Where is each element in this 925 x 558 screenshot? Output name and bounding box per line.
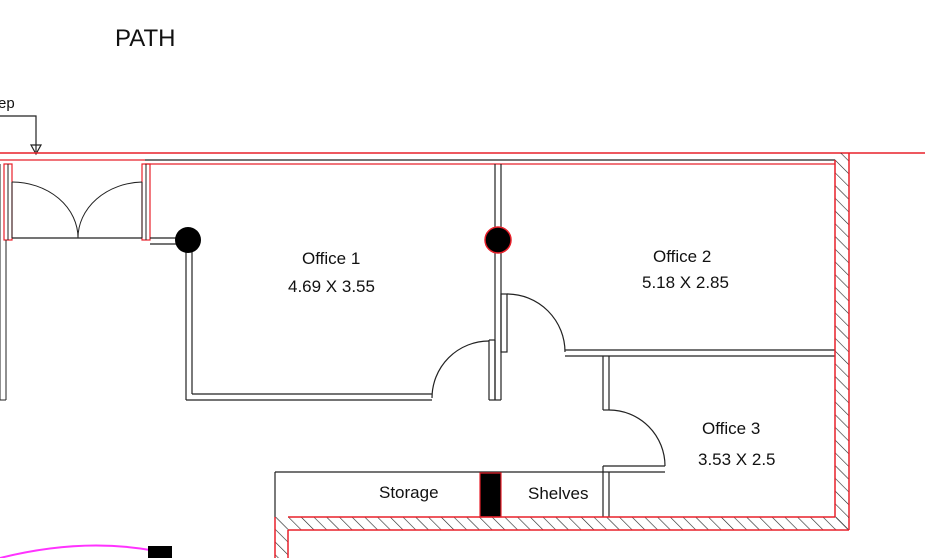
shelves-label: Shelves xyxy=(528,484,588,503)
column-left xyxy=(175,227,201,253)
curved-path-marker xyxy=(0,544,151,558)
storage-label: Storage xyxy=(379,483,439,502)
office-3-walls xyxy=(602,356,666,517)
office-2-dims: 5.18 X 2.85 xyxy=(642,273,729,292)
callout-label: ep xyxy=(0,95,15,112)
office-1-dims: 4.69 X 3.55 xyxy=(288,277,375,296)
office-3-name: Office 3 xyxy=(702,419,760,438)
callout-arrowhead xyxy=(29,144,43,156)
office-2-bottom-wall xyxy=(565,349,835,357)
storage-divider-column xyxy=(479,472,502,518)
column-middle xyxy=(484,226,512,254)
right-exterior-wall xyxy=(834,153,850,530)
office-2-name: Office 2 xyxy=(653,247,711,266)
partition-office-1-2 xyxy=(494,164,566,401)
office-3-dims: 3.53 X 2.5 xyxy=(698,450,776,469)
column-bottom-left xyxy=(148,546,172,558)
office-1-name: Office 1 xyxy=(302,249,360,268)
storage-block xyxy=(274,471,603,517)
entrance-double-door xyxy=(0,163,151,401)
plan-title: PATH xyxy=(115,25,175,52)
callout-leader xyxy=(0,115,37,152)
bottom-exterior-wall xyxy=(274,516,849,558)
top-exterior-wall xyxy=(0,152,925,165)
